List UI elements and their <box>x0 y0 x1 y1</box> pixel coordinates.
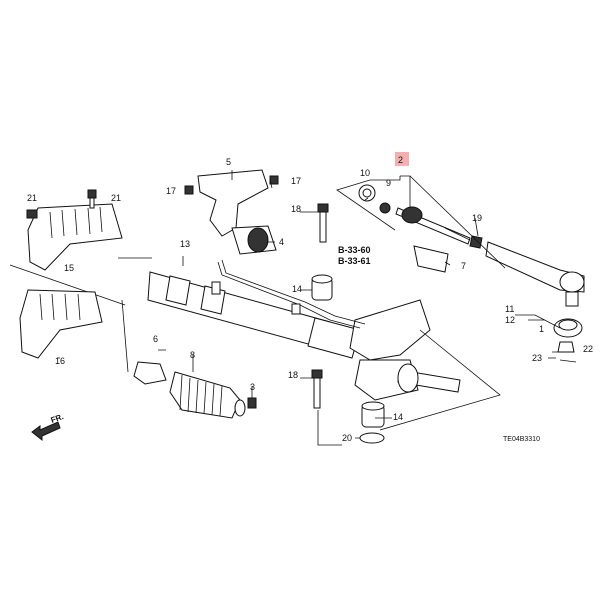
bolt-17-right <box>269 175 279 185</box>
boot-band <box>133 361 167 385</box>
label-part-9: 9 <box>386 178 391 188</box>
label-part-23: 23 <box>532 353 542 363</box>
clamp <box>413 245 449 273</box>
label-part-11: 11 <box>505 304 514 314</box>
label-part-19: 19 <box>472 213 482 223</box>
upper-bracket <box>27 203 123 271</box>
lock-washer-hole <box>362 188 372 198</box>
label-part-15: 15 <box>64 263 74 273</box>
bolt-18-top <box>317 203 329 243</box>
bolt-18-bottom <box>311 369 323 409</box>
bolt-17-left <box>184 185 194 195</box>
label-part-14-upper: 14 <box>292 284 302 294</box>
front-label: FR. <box>50 412 65 425</box>
collar <box>359 432 385 444</box>
label-part-18-bottom: 18 <box>288 370 298 380</box>
diagram-code: TE04B3310 <box>503 436 540 443</box>
label-part-8: 8 <box>190 350 195 360</box>
label-part-2: 2 <box>398 155 403 165</box>
label-part-18-top: 18 <box>291 204 301 214</box>
label-part-20: 20 <box>342 433 352 443</box>
grommet-lower <box>361 401 385 428</box>
label-part-22: 22 <box>583 344 593 354</box>
tie-rod-end <box>485 241 585 307</box>
stop-washer <box>379 202 391 214</box>
bolt-21-left <box>26 209 38 219</box>
mounting-bracket <box>197 169 277 255</box>
label-part-10: 10 <box>360 168 370 178</box>
label-part-4: 4 <box>279 237 284 247</box>
label-part-21-right: 21 <box>111 193 121 203</box>
label-part-12: 12 <box>505 315 515 325</box>
bolt-21-right <box>87 189 97 209</box>
section-divider <box>121 299 129 373</box>
reference-b-33-60[interactable]: B-33-60 <box>338 245 371 255</box>
grommet-upper <box>311 274 333 301</box>
label-part-21-left: 21 <box>27 193 37 203</box>
rack-housing <box>147 259 461 401</box>
label-part-13: 13 <box>180 239 190 249</box>
reference-b-33-61[interactable]: B-33-61 <box>338 256 371 266</box>
label-part-6: 6 <box>153 334 158 344</box>
cotter-pin <box>559 359 577 363</box>
highlight-box <box>395 152 409 166</box>
label-part-3: 3 <box>250 382 255 392</box>
tie-rod-nut <box>469 235 483 249</box>
lower-bracket <box>19 289 103 359</box>
label-part-7: 7 <box>461 261 466 271</box>
label-part-17-left: 17 <box>166 186 176 196</box>
inner-tie-rod <box>395 206 471 245</box>
label-part-14-lower: 14 <box>393 412 403 422</box>
section-divider <box>9 264 126 306</box>
label-part-16: 16 <box>55 356 65 366</box>
boot-clip <box>247 397 257 409</box>
label-part-5: 5 <box>226 157 231 167</box>
label-part-1: 1 <box>539 324 544 334</box>
steering-boot <box>169 371 246 419</box>
front-arrow-icon <box>31 421 61 442</box>
dust-seal-top <box>558 319 578 331</box>
castle-nut <box>557 341 575 353</box>
label-part-17-right: 17 <box>291 176 301 186</box>
